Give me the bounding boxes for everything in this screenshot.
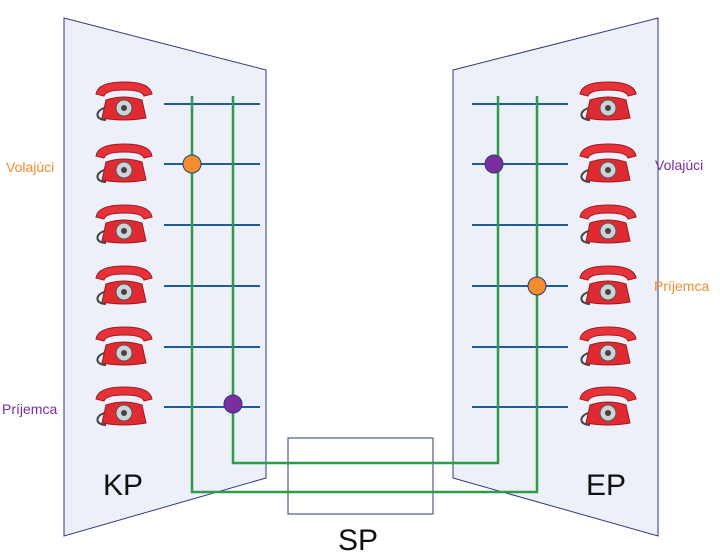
ep-receiver-label: Príjemca bbox=[654, 278, 709, 294]
ep-title: EP bbox=[586, 469, 626, 502]
sp-box bbox=[287, 437, 434, 515]
kp-title: KP bbox=[103, 469, 143, 502]
inner-green-path bbox=[231, 96, 500, 465]
sp-title: SP bbox=[338, 524, 378, 557]
kp-caller-dot bbox=[182, 154, 202, 174]
kp-receiver-label: Príjemca bbox=[2, 401, 57, 417]
kp-caller-label: Volajúci bbox=[6, 159, 54, 175]
ep-caller-dot bbox=[484, 154, 504, 174]
kp-panel bbox=[63, 17, 267, 537]
ep-caller-label: Volajúci bbox=[655, 157, 703, 173]
kp-lines bbox=[164, 103, 260, 408]
ep-receiver-dot bbox=[527, 276, 547, 296]
kp-receiver-dot bbox=[223, 394, 243, 414]
